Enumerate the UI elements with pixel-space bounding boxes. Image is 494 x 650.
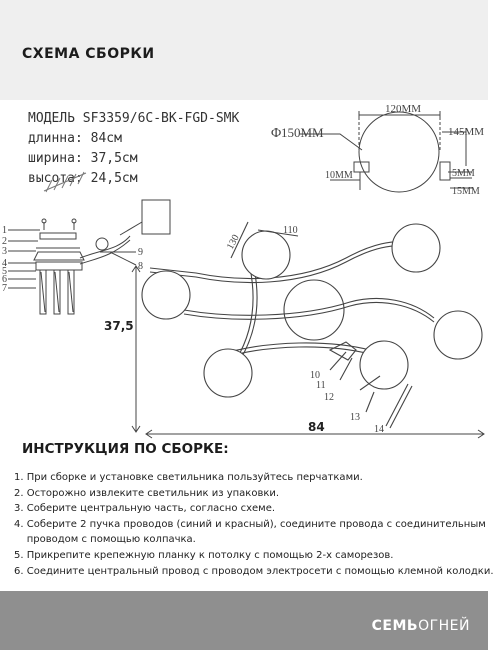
- brand-logo: СЕМЬОГНЕЙ: [372, 618, 470, 634]
- shade-circle: [391, 223, 441, 273]
- canopy-assembly: [8, 199, 171, 315]
- instruction-step: 5. Прикрепите крепежную планку к потолку…: [14, 549, 394, 561]
- header-band: СХЕМА СБОРКИ: [0, 0, 488, 100]
- part-label-5: 5: [2, 266, 7, 277]
- part-label-9: 9: [138, 247, 143, 258]
- shade-circle: [241, 230, 291, 280]
- shade-circle: [203, 348, 253, 398]
- dim-10-label: 10MM: [325, 170, 353, 181]
- assembly-drawing: 120MM Φ 150MM 145MM 10MM 5MM 15MM: [2, 103, 485, 439]
- part-label-2: 2: [2, 236, 7, 247]
- instruction-step: проводом с помощью колпачка.: [14, 534, 196, 546]
- shade-circle: [433, 310, 483, 360]
- part-label-11: 11: [316, 380, 326, 391]
- model-name: МОДЕЛЬ SF3359/6C-BK-FGD-SMK: [28, 111, 240, 126]
- spec-length: длинна: 84см: [28, 131, 122, 146]
- dim-130-label: 130: [225, 233, 242, 251]
- part-label-8: 8: [138, 261, 143, 272]
- instructions-title: ИНСТРУКЦИЯ ПО СБОРКЕ:: [22, 441, 229, 457]
- part-label-7: 7: [2, 283, 7, 294]
- instruction-step: 3. Соберите центральную часть, согласно …: [14, 503, 276, 515]
- dim-150-label: 150MM: [281, 125, 324, 140]
- dim-120-label: 120MM: [385, 103, 421, 115]
- part-label-3: 3: [2, 246, 7, 257]
- part-label-10: 10: [310, 370, 320, 381]
- footer-band: СЕМЬОГНЕЙ: [0, 591, 488, 650]
- dim-height-label: 37,5: [104, 319, 134, 333]
- brand-light: ОГНЕЙ: [418, 618, 470, 634]
- shade-circle: [359, 340, 409, 390]
- ceiling-hatch: [43, 171, 87, 193]
- part-label-1: 1: [2, 225, 7, 236]
- dimension-lines: [131, 265, 485, 439]
- spec-width: ширина: 37,5см: [28, 151, 138, 166]
- fixture-shades: [141, 223, 483, 398]
- instruction-step: 4. Соберите 2 пучка проводов (синий и кр…: [14, 518, 486, 530]
- central-hub-circle: [283, 279, 345, 341]
- dim-length-label: 84: [308, 420, 325, 434]
- brand-bold: СЕМЬ: [371, 618, 419, 634]
- instruction-step: 6. Соедините центральный провод с провод…: [14, 565, 494, 577]
- shade-circle: [141, 270, 191, 320]
- part-label-4: 4: [2, 258, 7, 269]
- part-label-12: 12: [324, 392, 334, 403]
- dim-15-label: 15MM: [452, 186, 480, 197]
- model-specs: МОДЕЛЬ SF3359/6C-BK-FGD-SMK длинна: 84см…: [28, 109, 239, 189]
- instruction-step: 2. Осторожно извлеките светильник из упа…: [14, 487, 280, 499]
- part-label-13: 13: [350, 412, 360, 423]
- dim-5-label: 5MM: [452, 168, 475, 179]
- dim-145-label: 145MM: [448, 126, 484, 138]
- instruction-steps: 1. При сборке и установке светильника по…: [14, 470, 494, 579]
- dim-110-label: 110: [283, 225, 298, 236]
- shade-detail-circle: [358, 111, 440, 193]
- page-title: СХЕМА СБОРКИ: [22, 46, 155, 62]
- phi-symbol: Φ: [271, 126, 281, 141]
- part-label-14: 14: [374, 424, 384, 435]
- part-label-6: 6: [2, 274, 7, 285]
- instruction-step: 1. При сборке и установке светильника по…: [14, 472, 363, 483]
- spec-height: высота: 24,5см: [28, 171, 138, 186]
